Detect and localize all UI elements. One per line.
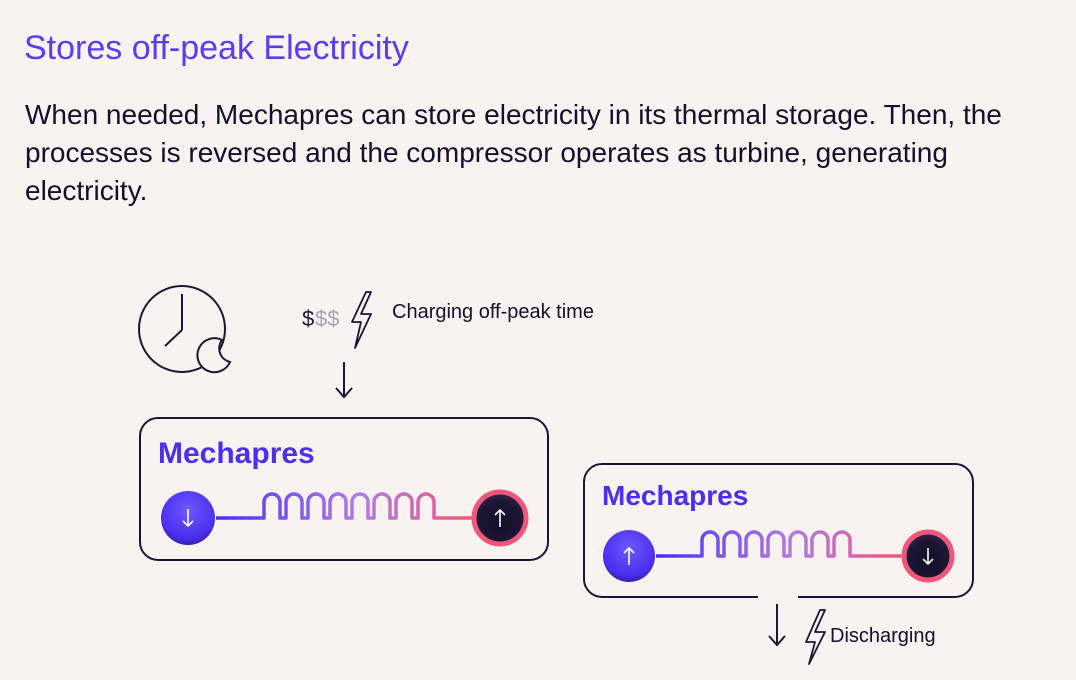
lightning-icon [805,609,826,665]
description-text: When needed, Mechapres can store electri… [25,99,1002,206]
storage-diagram: $ $$ Charging off-peak time Mechapres Me… [138,285,974,665]
mechapres-unit-discharging: Mechapres [583,463,974,601]
charging-label: Charging off-peak time [392,301,594,323]
clock-moon-icon [138,285,232,374]
arrow-down-icon [335,362,353,399]
unit-logo: Mechapres [158,437,315,470]
page-title: Stores off-peak Electricity [24,29,409,67]
unit-logo: Mechapres [602,480,748,511]
cost-dollar-dark: $ [302,306,314,331]
discharging-label: Discharging [830,625,936,647]
lightning-icon [351,291,372,349]
arrow-down-icon [768,604,786,647]
cost-dollar-light: $$ [315,306,339,331]
mechapres-unit-charging: Mechapres [139,417,549,561]
